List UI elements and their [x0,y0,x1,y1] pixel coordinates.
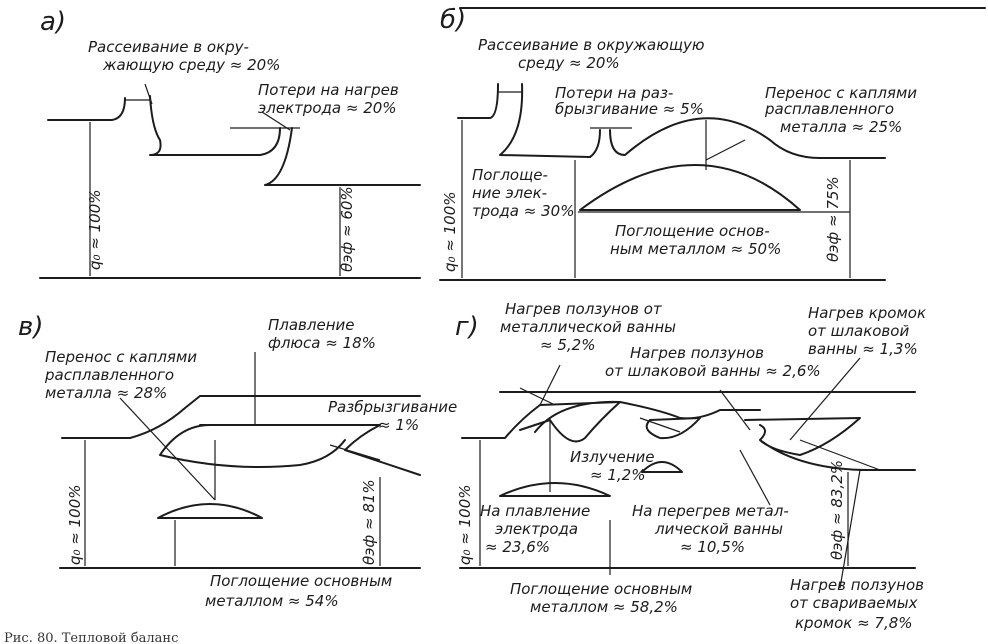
panel-d-slider-metal-line2: металлической ванны [500,318,676,336]
panel-c-qef-label: θэф ≈ 81% [360,479,378,565]
panel-c-flow-outline [61,395,421,476]
panel-c-flux-line1: Плавление [268,316,355,334]
panel-b-base-line2: ным металлом ≈ 50% [610,240,781,258]
panel-d-slider-slag-pointer2 [719,389,751,431]
panel-d-slider-edges-line1: Нагрев ползунов [790,576,924,594]
panel-a-scatter-line2: жающую среду ≈ 20% [102,56,280,74]
panel-d-slider-slag-line1: Нагрев ползунов [630,344,764,362]
panel-d-slider-metal-line3: ≈ 5,2% [540,336,595,354]
panel-d-electrode-lens [499,482,611,497]
panel-d-flow-outline [461,400,916,471]
panel-d-slider-slag-pointer [639,417,681,433]
panel-d-letter: г) [455,312,479,342]
panel-a-scatter-pointer [144,83,153,105]
panel-d-base-line1: Поглощение основным [510,580,692,598]
panel-d-radiation-line2: ≈ 1,2% [590,466,645,484]
panel-c-flux-line2: флюса ≈ 18% [268,334,376,352]
panel-c-spatter-line2: ≈ 1% [378,416,419,434]
panel-a-letter: а) [40,7,66,37]
panel-d-q0-label: q₀ ≈ 100% [456,484,474,565]
panel-d-overheat-pointer [739,449,771,506]
panel-d-edges-line3: ванны ≈ 1,3% [808,340,918,358]
figure-caption: Рис. 80. Тепловой баланс [4,631,178,644]
panel-a-electrode-line1: Потери на нагрев [258,81,399,99]
panel-c-transfer-line3: металла ≈ 28% [45,384,167,402]
panel-b-transfer-line2: расплавленного [764,100,894,118]
panel-b-electrode-line1: Поглоще- [472,166,548,184]
panel-b-transfer-pointer [705,139,746,161]
panel-c-q0-label: q₀ ≈ 100% [66,484,84,565]
panel-d: г) Нагрев ползунов от металлической ванн… [455,300,926,632]
panel-d-electrode-melt-line3: ≈ 23,6% [485,538,550,556]
panel-c-transfer-line1: Перенос с каплями [45,348,197,366]
panel-c-base-line1: Поглощение основным [210,572,392,590]
panel-d-edges-line2: от шлаковой [808,322,909,340]
panel-b: б) Рассеивание в окружающую среду ≈ 20% … [439,5,917,281]
panel-b-letter: б) [440,5,466,35]
panel-d-edges-pointer2 [799,439,881,471]
panel-b-scatter-line2: среду ≈ 20% [518,54,620,72]
panel-b-base-line1: Поглощение основ- [615,222,770,240]
panel-c: в) Плавление флюса ≈ 18% Перенос с капля… [18,312,457,610]
panel-b-qef-label: θэф ≈ 75% [824,176,842,262]
panel-c-spatter-line1: Разбрызгивание [328,398,457,416]
panel-d-slider-slag-line2: от шлаковой ванны ≈ 2,6% [605,362,821,380]
panel-d-base-line2: металлом ≈ 58,2% [530,598,678,616]
panel-c-base-line2: металлом ≈ 54% [205,592,339,610]
panel-d-electrode-melt-line1: На плавление [480,502,590,520]
panel-d-radiation-line1: Излучение [570,448,655,466]
panel-a-q0-label: q₀ ≈ 100% [86,189,104,270]
panel-d-slider-edges-line3: кромок ≈ 7,8% [795,614,913,632]
panel-b-transfer-line1: Перенос с каплями [765,84,917,102]
panel-d-radiation-lens [641,461,683,473]
panel-d-slider-metal-pointer2 [539,364,561,406]
panel-d-edges-pointer [789,357,861,441]
panel-b-pool-lens [579,164,801,211]
panel-c-base-lens [157,503,263,519]
panel-d-slider-edges-line2: от свариваемых [790,594,918,612]
panel-d-overheat-line3: ≈ 10,5% [680,538,745,556]
panel-d-edges-line1: Нагрев кромок [808,304,926,322]
panel-d-slider-metal-line1: Нагрев ползунов от [505,300,663,318]
panel-d-electrode-melt-line2: электрода [495,520,578,538]
panel-d-overheat-line2: лической ванны [654,520,783,538]
panel-b-spatter-line1: Потери на раз- [555,84,673,102]
panel-a-scatter-line1: Рассеивание в окру- [88,38,249,56]
panel-b-flow-outline [457,83,886,159]
panel-b-scatter-line1: Рассеивание в окружающую [478,36,705,54]
panel-c-transfer-line2: расплавленного [44,366,174,384]
panel-b-transfer-line3: металла ≈ 25% [780,118,902,136]
panel-d-overheat-line1: На перегрев метал- [632,502,789,520]
panel-a-qef-label: θэф ≈ 60% [338,186,356,272]
panel-a: а) Рассеивание в окру- жающую среду ≈ 20… [39,7,421,279]
panel-b-electrode-line3: трода ≈ 30% [472,202,574,220]
panel-a-electrode-pointer [261,111,291,131]
panel-a-flow-outline [47,95,421,186]
panel-c-letter: в) [18,312,43,342]
panel-b-spatter-line2: брызгивание ≈ 5% [555,100,704,118]
panel-c-transfer-pointer [119,397,216,501]
panel-c-spatter-pointer [329,444,381,461]
panel-a-electrode-line2: электрода ≈ 20% [258,99,397,117]
panel-d-qef-label: θэф ≈ 83,2% [828,460,846,560]
panel-b-q0-label: q₀ ≈ 100% [441,191,459,272]
panel-d-slider-metal-pointer [519,387,556,406]
panel-b-electrode-line2: ние элек- [472,184,547,202]
